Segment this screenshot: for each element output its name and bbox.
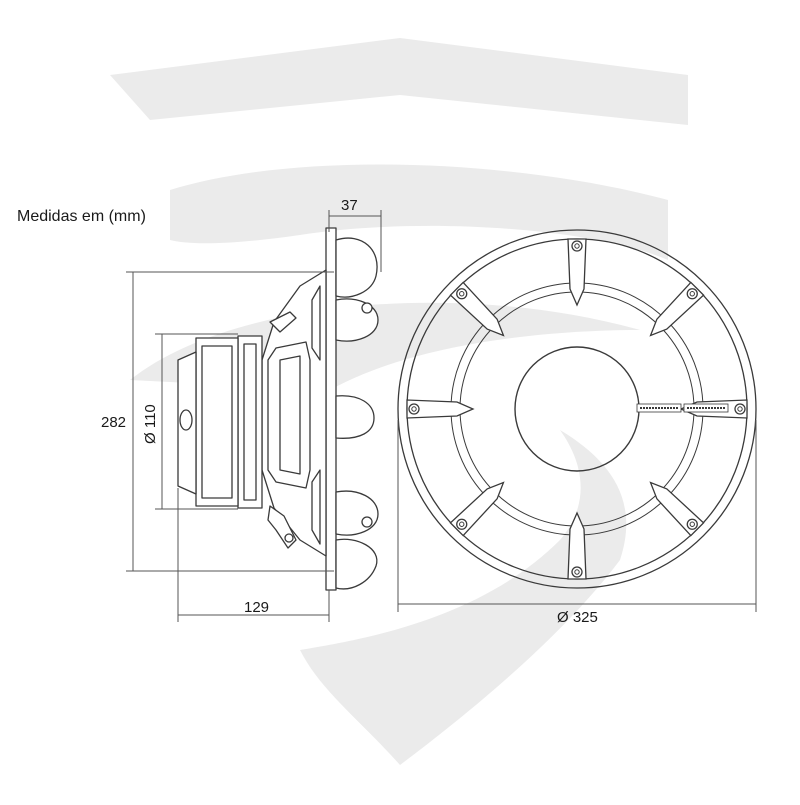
magnet-diameter-label: Ø 110 [142, 404, 159, 444]
mounting-hole-inner [411, 406, 417, 412]
mounting-hole-inner [689, 521, 695, 527]
mounting-hole-inner [737, 406, 743, 412]
mounting-hole-inner [459, 521, 465, 527]
mounting-hole [686, 288, 698, 300]
mount-depth-label: 129 [244, 599, 270, 616]
mounting-hole-inner [689, 291, 695, 297]
mounting-hole [456, 288, 468, 300]
mounting-hole [408, 403, 420, 415]
mounting-hole [571, 566, 583, 578]
outer-diameter-label: Ø 325 [557, 609, 598, 626]
mounting-hole [686, 518, 698, 530]
mounting-hole-inner [574, 243, 580, 249]
grille-spoke [567, 238, 587, 307]
grille-spoke [567, 511, 587, 580]
flange-depth-label: 37 [341, 197, 358, 214]
height-label: 282 [101, 414, 127, 431]
mounting-hole [456, 518, 468, 530]
dimension-lines [126, 210, 757, 622]
mounting-hole-inner [459, 291, 465, 297]
mounting-hole [571, 240, 583, 252]
mounting-hole-inner [574, 569, 580, 575]
logo-strip [636, 403, 729, 413]
grille-spoke [406, 399, 475, 419]
mounting-hole [734, 403, 746, 415]
drawing-title: Medidas em (mm) [17, 208, 146, 225]
speaker-side-view-icon [177, 227, 379, 591]
